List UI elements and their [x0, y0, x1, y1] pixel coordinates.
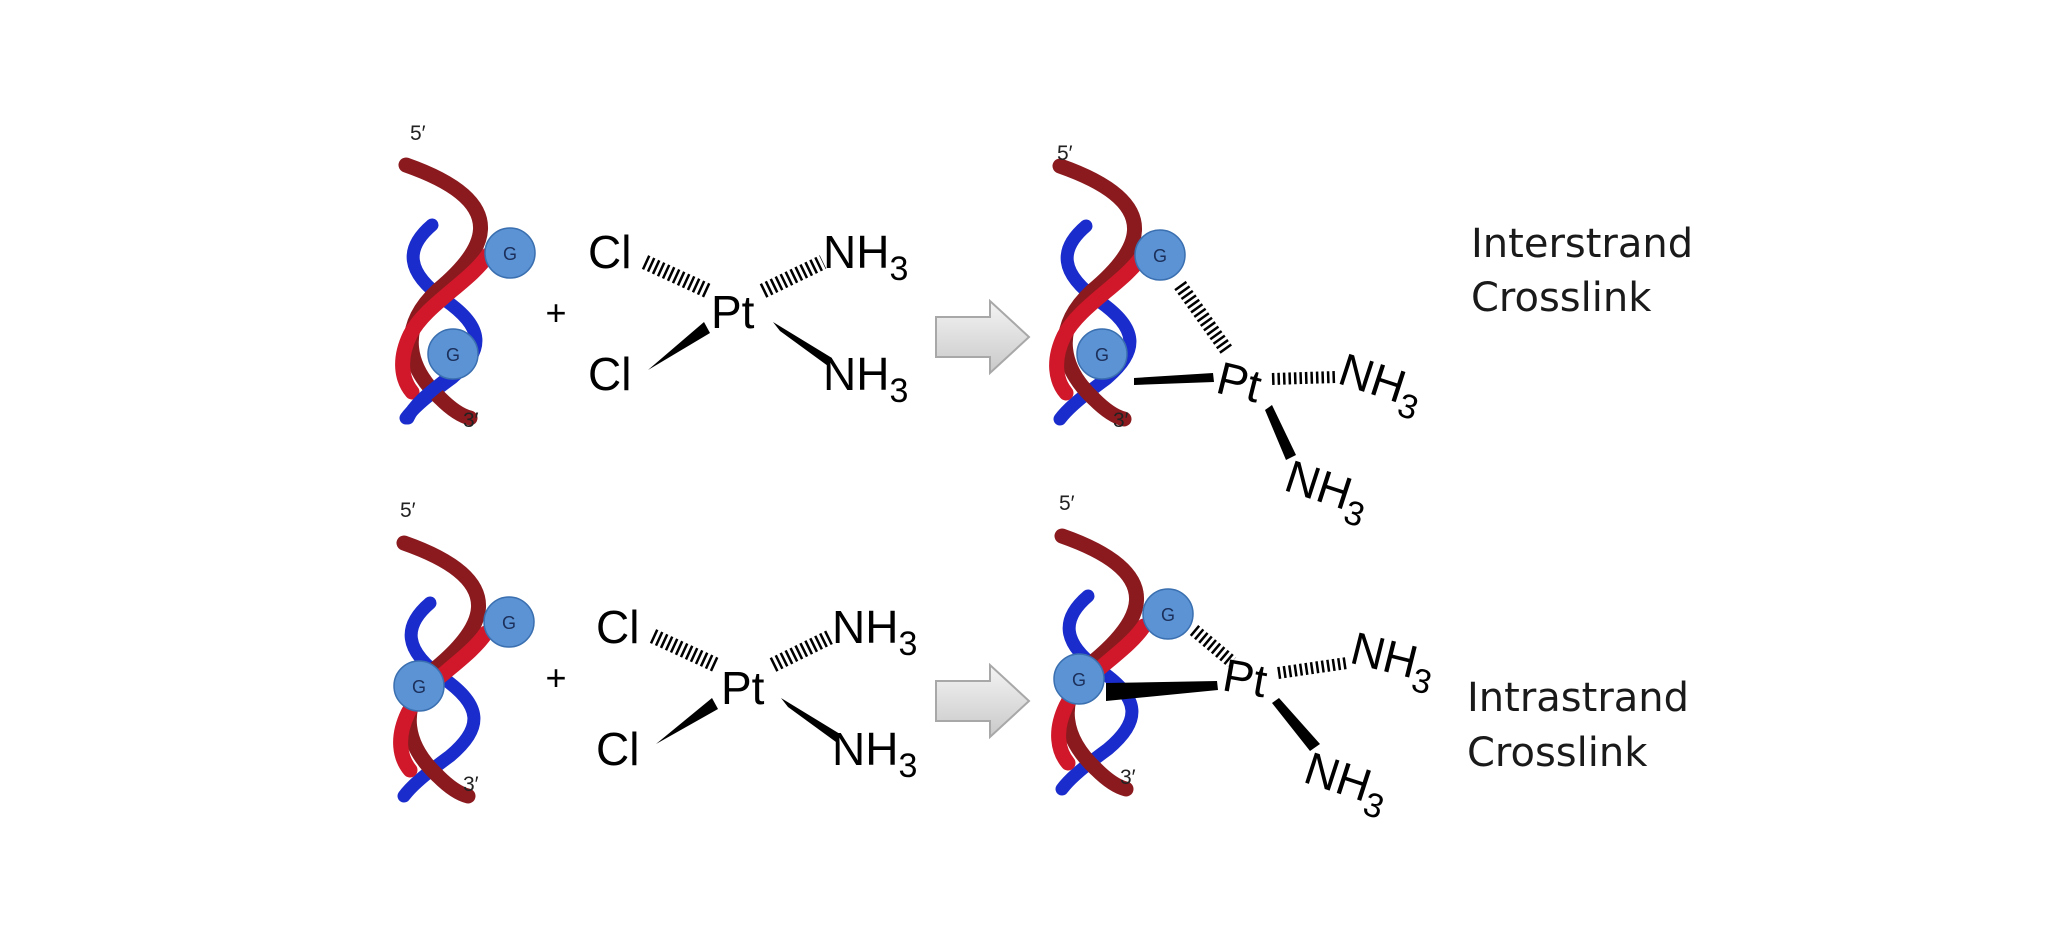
dna-helix-top-right: 5′ 3′ G G — [1049, 142, 1186, 432]
platinum-atom: Pt — [721, 662, 765, 714]
dna-5-prime-label: 5′ — [410, 122, 426, 145]
ammine-nh: NH — [823, 226, 889, 278]
guanine-label: G — [412, 677, 426, 697]
guanine-label: G — [1153, 246, 1167, 266]
guanine-label: G — [1072, 670, 1086, 690]
dna-3-prime-label: 3′ — [1113, 409, 1129, 432]
chloride-ligand: Cl — [596, 601, 639, 653]
caption-intrastrand-line1: Intrastrand — [1467, 675, 1689, 721]
ammine-nh: NH — [1346, 622, 1423, 689]
guanine-base — [427, 328, 479, 380]
wedge-bond — [1265, 405, 1296, 460]
guanine-base — [1053, 653, 1105, 705]
pt-adduct-interstrand: Pt NH3 NH3 — [1134, 280, 1430, 535]
ammine-ligand: NH3 — [1343, 622, 1441, 703]
platinum-atom: Pt — [1212, 351, 1267, 412]
hashed-bond — [1277, 657, 1348, 679]
ammine-ligand: NH3 — [832, 723, 917, 785]
hashed-bond — [1174, 280, 1234, 357]
guanine-label: G — [1095, 345, 1109, 365]
dna-blue-strand — [1053, 219, 1137, 426]
guanine-label: G — [502, 613, 516, 633]
dna-5-prime-label: 5′ — [400, 499, 416, 522]
ammine-nh: NH — [832, 723, 898, 775]
pt-adduct-intrastrand: Pt NH3 NH3 — [1106, 622, 1441, 827]
chloride-ligand: Cl — [588, 226, 631, 278]
guanine-label: G — [446, 345, 460, 365]
ammine-nh: NH — [832, 601, 898, 653]
hashed-bond — [759, 255, 827, 298]
wedge-bond — [1272, 698, 1320, 751]
dna-5-prime-label: 5′ — [1057, 142, 1073, 165]
dna-blue-strand-end — [401, 369, 457, 425]
dna-3-prime-label: 3′ — [463, 409, 479, 432]
reaction-arrow — [935, 298, 1031, 376]
wedge-bond — [656, 698, 718, 744]
dna-3-prime-label: 3′ — [1120, 766, 1136, 789]
chloride-ligand: Cl — [596, 723, 639, 775]
guanine-base — [393, 660, 445, 712]
wedge-bond — [648, 322, 710, 370]
dna-3-prime-label: 3′ — [463, 773, 479, 796]
guanine-base — [1134, 229, 1186, 281]
ammine-subscript: 3 — [889, 250, 908, 288]
guanine-label: G — [1161, 605, 1175, 625]
ammine-ligand: NH3 — [832, 601, 917, 663]
guanine-base — [484, 227, 536, 279]
guanine-label: G — [503, 244, 517, 264]
ammine-ligand: NH3 — [823, 226, 908, 288]
caption-interstrand-line1: Interstrand — [1471, 221, 1693, 267]
ammine-subscript: 3 — [898, 747, 917, 785]
platinum-atom: Pt — [711, 286, 755, 338]
wedge-bond — [781, 698, 840, 742]
wedge-bond — [773, 322, 832, 366]
dna-helix-bottom-left: 5′ 3′ G G — [393, 499, 535, 804]
dna-red-strand — [395, 247, 496, 400]
cisplatin-molecule-bottom: Cl Cl Pt NH3 NH3 — [596, 601, 917, 785]
reaction-arrow — [935, 662, 1031, 740]
dna-helix-top-left: 5′ 3′ G G — [395, 122, 536, 432]
cisplatin-molecule-top: Cl Cl Pt NH3 NH3 — [588, 226, 908, 410]
ammine-ligand: NH3 — [1330, 343, 1430, 428]
ammine-subscript: 3 — [889, 372, 908, 410]
ammine-ligand: NH3 — [823, 348, 908, 410]
guanine-base — [1142, 588, 1194, 640]
ammine-ligand: NH3 — [1295, 742, 1395, 827]
caption-intrastrand-line2: Crosslink — [1467, 730, 1648, 776]
plus-sign: + — [545, 292, 566, 333]
plus-sign: + — [545, 657, 566, 698]
chloride-ligand: Cl — [588, 348, 631, 400]
dna-blue-strand — [1055, 589, 1139, 796]
hashed-bond — [649, 629, 720, 672]
wedge-bond — [1134, 373, 1214, 385]
guanine-base — [483, 596, 535, 648]
hashed-bond — [769, 629, 836, 672]
ammine-nh: NH — [823, 348, 889, 400]
ammine-subscript: 3 — [898, 625, 917, 663]
dna-blue-strand — [397, 596, 481, 803]
platinum-atom: Pt — [1219, 649, 1271, 708]
wedge-bond — [1106, 681, 1218, 701]
guanine-base — [1076, 328, 1128, 380]
dna-red-strand — [1049, 248, 1150, 401]
hashed-bond — [1271, 371, 1337, 385]
ammine-ligand: NH3 — [1276, 450, 1376, 535]
dna-helix-bottom-right: 5′ 3′ G G — [1051, 492, 1194, 797]
caption-interstrand-line2: Crosslink — [1471, 275, 1652, 321]
hashed-bond — [641, 255, 712, 298]
dna-5-prime-label: 5′ — [1059, 492, 1075, 515]
